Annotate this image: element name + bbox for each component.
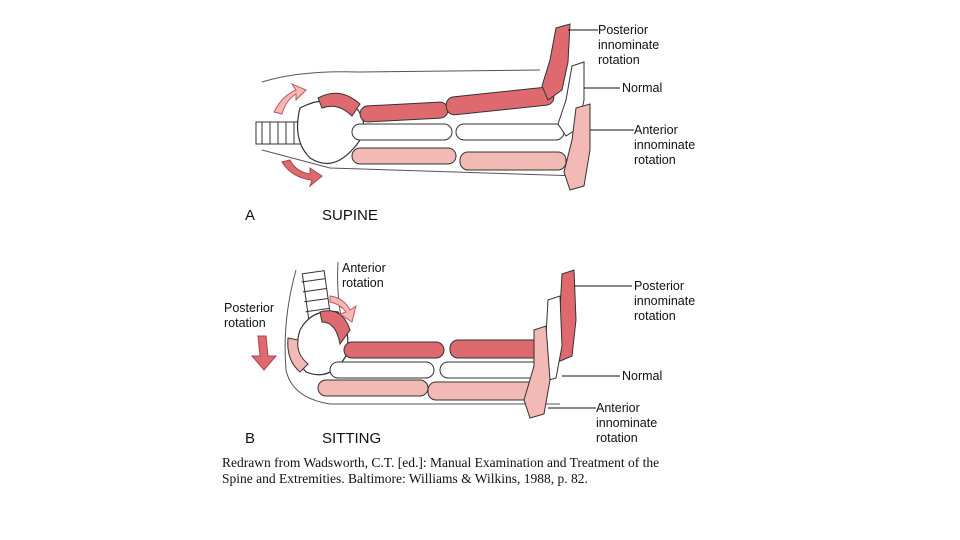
panel-b: Anterior rotation Posterior rotation Pos… bbox=[224, 261, 699, 447]
tibia-normal bbox=[455, 123, 565, 141]
label-b-pelvis-anterior: Anterior rotation bbox=[342, 261, 389, 290]
foot-anterior bbox=[563, 103, 591, 191]
panel-a-letter: A bbox=[245, 207, 255, 224]
caption-line-1: Redrawn from Wadsworth, C.T. [ed.]: Manu… bbox=[222, 455, 660, 470]
pelvis-b-anterior-tilt bbox=[319, 310, 351, 346]
tibia-anterior bbox=[459, 151, 567, 171]
caption-line-2: Spine and Extremities. Baltimore: Willia… bbox=[222, 471, 588, 486]
foot-b-anterior bbox=[523, 325, 551, 419]
label-b-anterior: Anterior innominate rotation bbox=[596, 401, 661, 445]
rotation-arrow-top bbox=[273, 82, 307, 115]
femur-anterior bbox=[351, 147, 457, 165]
femur-b-anterior bbox=[317, 379, 429, 397]
panel-a-position: SUPINE bbox=[322, 207, 378, 224]
label-a-normal: Normal bbox=[622, 81, 662, 95]
panel-b-position: SITTING bbox=[322, 430, 381, 447]
label-b-pelvis-posterior: Posterior rotation bbox=[224, 301, 278, 330]
femur-normal bbox=[351, 123, 453, 141]
panel-b-letter: B bbox=[245, 430, 255, 447]
table-outline bbox=[261, 69, 541, 83]
label-b-posterior: Posterior innominate rotation bbox=[634, 279, 699, 323]
source-caption: Redrawn from Wadsworth, C.T. [ed.]: Manu… bbox=[222, 455, 782, 487]
pelvis-posterior-tilt bbox=[317, 92, 361, 117]
label-a-anterior: Anterior innominate rotation bbox=[634, 123, 699, 167]
panel-a: Posterior innominate rotation Normal Ant… bbox=[245, 23, 699, 224]
pelvis-b-posterior-tilt bbox=[287, 337, 309, 373]
label-b-normal: Normal bbox=[622, 369, 662, 383]
femur-b-posterior bbox=[343, 341, 445, 359]
seat-outline bbox=[284, 269, 560, 405]
femur-b-normal bbox=[329, 361, 435, 379]
tibia-posterior bbox=[445, 86, 555, 116]
label-a-posterior: Posterior innominate rotation bbox=[598, 23, 663, 67]
body-outline bbox=[261, 149, 581, 177]
femur-posterior bbox=[359, 101, 449, 123]
foot-posterior bbox=[541, 23, 571, 101]
anterior-rotation-arrow bbox=[329, 295, 357, 323]
spine bbox=[255, 121, 303, 145]
posterior-rotation-arrow bbox=[250, 335, 278, 371]
rotation-arrow-bottom bbox=[281, 159, 323, 188]
